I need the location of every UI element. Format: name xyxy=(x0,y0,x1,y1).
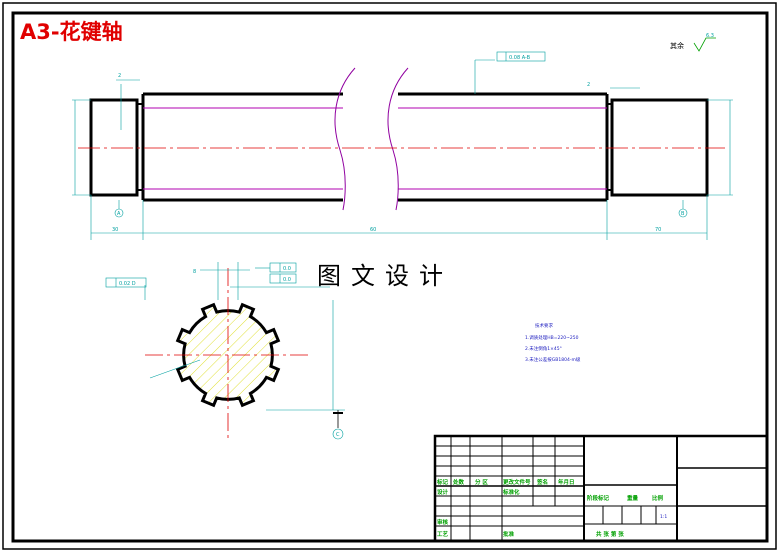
symmetry-frames: 0.0 0.0 xyxy=(269,262,297,284)
tb-review: 审核 xyxy=(437,518,449,526)
tb-ratio: 比例 xyxy=(652,494,664,502)
roughness-symbol: 其余 6.3 xyxy=(670,33,716,52)
drawing-label: 图文设计 xyxy=(317,262,453,290)
tb-scale: 1:1 xyxy=(660,514,667,520)
dim-right-length: 70 xyxy=(655,227,661,233)
shaft-main-view xyxy=(78,67,725,211)
dim-left-length: 30 xyxy=(112,227,118,233)
technical-notes: 技术要求 1.调质处理HB=220~250 2.未注倒角1×45° 3.未注公差… xyxy=(525,322,581,363)
tb-weight: 重量 xyxy=(627,494,639,502)
symmetry-top-value: 0.0 xyxy=(283,266,291,272)
dim-left-shoulder: 2 xyxy=(118,73,121,79)
top-tolerance-value: 0.08 A-B xyxy=(509,55,531,61)
parallel-tolerance-frame: 0.02 D xyxy=(105,277,147,288)
tb-stage: 阶段标记 xyxy=(587,494,610,502)
tb-count: 处数 xyxy=(452,478,465,486)
tb-date: 年月日 xyxy=(558,478,575,486)
title-block xyxy=(433,434,769,543)
tb-sign: 签名 xyxy=(536,478,548,486)
parallel-tolerance-value: 0.02 D xyxy=(119,281,136,287)
main-dimensions xyxy=(72,59,733,240)
tb-zone: 分 区 xyxy=(475,478,488,486)
tb-sheet: 共 张 第 张 xyxy=(596,530,624,538)
drawing-title: A3-花键轴 xyxy=(20,20,123,44)
dim-mid-length: 60 xyxy=(370,227,376,233)
roughness-value: 6.3 xyxy=(706,33,714,39)
tb-mark: 标记 xyxy=(436,478,449,486)
section-view xyxy=(144,262,345,440)
tb-standard: 标准化 xyxy=(502,488,520,496)
datum-b-label: B xyxy=(681,211,685,217)
note-line-3: 3.未注公差按GB1804-m级 xyxy=(525,356,581,363)
title-block-text: 标记 处数 分 区 更改文件号 签名 年月日 设计 标准化 阶段标记 重量 比例… xyxy=(436,478,667,538)
dim-right-shoulder: 2 xyxy=(587,82,590,88)
top-tolerance-frame: 0.08 A-B xyxy=(496,51,546,62)
datum-a-label: A xyxy=(117,211,121,217)
note-heading: 技术要求 xyxy=(535,322,553,329)
inner-border xyxy=(11,11,769,543)
symmetry-bottom-value: 0.0 xyxy=(283,277,291,283)
roughness-label: 其余 xyxy=(670,41,684,50)
tb-approve: 批准 xyxy=(503,530,515,538)
tb-design: 设计 xyxy=(437,488,449,496)
tb-process: 工艺 xyxy=(437,530,449,538)
note-line-2: 2.未注倒角1×45° xyxy=(525,345,562,352)
note-line-1: 1.调质处理HB=220~250 xyxy=(525,334,579,341)
tb-change-doc: 更改文件号 xyxy=(503,478,531,486)
dim-spline-width: 8 xyxy=(193,269,196,275)
datum-c-label: C xyxy=(336,432,340,438)
